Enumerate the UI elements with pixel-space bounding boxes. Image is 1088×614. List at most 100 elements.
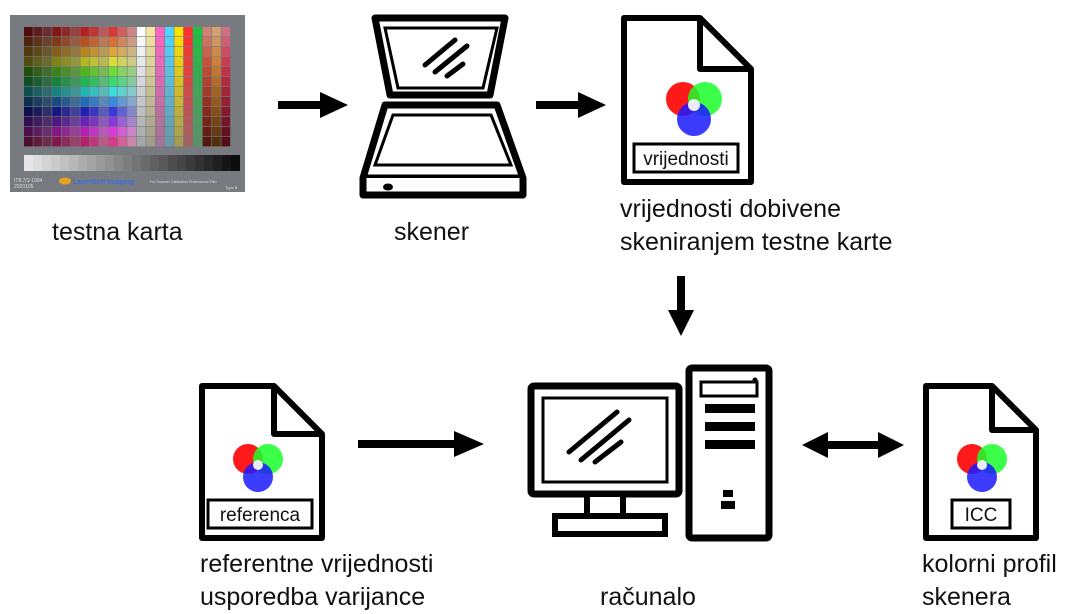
color-patch (42, 77, 52, 87)
color-patch (174, 77, 184, 87)
color-patch (33, 107, 43, 117)
color-patch (221, 127, 231, 137)
color-patch (146, 117, 155, 127)
color-patch (108, 127, 118, 137)
color-patch (174, 137, 184, 147)
color-patch (89, 67, 99, 77)
color-patch (118, 57, 127, 67)
color-patch (136, 127, 146, 137)
color-patch (42, 87, 52, 97)
color-patch (24, 37, 33, 47)
color-patch (42, 137, 52, 147)
color-patch (108, 137, 118, 147)
color-patch (80, 97, 90, 107)
color-patch (202, 107, 212, 117)
color-patch (136, 27, 146, 37)
color-patch (136, 97, 146, 107)
color-patch (221, 47, 231, 57)
color-patch (193, 137, 202, 147)
color-patch (193, 117, 202, 127)
color-patch (155, 87, 165, 97)
color-patch (71, 107, 80, 117)
arrow-values-to-computer (666, 276, 696, 338)
color-patch (127, 47, 137, 57)
chart-brand: LaserSoft Imaging (73, 179, 134, 186)
color-patch (221, 27, 231, 37)
color-patch (127, 87, 137, 97)
color-patch (212, 57, 221, 67)
color-patch (212, 47, 221, 57)
color-patch (24, 137, 33, 147)
color-patch (99, 87, 108, 97)
gray-patch (42, 155, 51, 171)
color-patch (221, 107, 231, 117)
color-patch (127, 27, 137, 37)
gray-patch (51, 155, 60, 171)
color-patch (155, 37, 165, 47)
color-patch (221, 117, 231, 127)
color-patch (99, 47, 108, 57)
color-patch (146, 77, 155, 87)
color-patch (99, 37, 108, 47)
color-patch (221, 87, 231, 97)
color-patch (193, 67, 202, 77)
color-patch (221, 77, 231, 87)
color-patch (52, 67, 61, 77)
gray-patch (24, 155, 33, 171)
document-icon-icc: ICC (922, 382, 1040, 542)
gray-patch (114, 155, 123, 171)
color-patch (108, 117, 118, 127)
values-doc-label: vrijednosti (643, 149, 729, 170)
color-patch (89, 137, 99, 147)
color-patch (118, 47, 127, 57)
test-chart-graphic: IT8.7/1-1994 2020105 LaserSoft Imaging F… (10, 15, 245, 192)
gray-patch (150, 155, 159, 171)
gray-patch (231, 155, 240, 171)
color-patch (193, 87, 202, 97)
color-patch (42, 37, 52, 47)
chart-note: For Scanner Calibration Professional Fil… (150, 180, 217, 184)
color-patch (61, 37, 71, 47)
color-patch (99, 57, 108, 67)
color-patch (136, 57, 146, 67)
color-patch (146, 137, 155, 147)
color-patch (165, 117, 174, 127)
color-patch (89, 127, 99, 137)
color-patch (99, 97, 108, 107)
arrow-computer-icc-bidirectional (800, 430, 906, 460)
color-patch (202, 87, 212, 97)
color-patch (212, 107, 221, 117)
color-patch (33, 47, 43, 57)
color-patch (183, 137, 193, 147)
color-patch (183, 117, 193, 127)
color-patch (212, 127, 221, 137)
color-patch (89, 87, 99, 97)
color-patch (99, 117, 108, 127)
chart-type: Type B (225, 185, 238, 190)
color-patch (52, 87, 61, 97)
gray-patch (204, 155, 213, 171)
color-patch (33, 67, 43, 77)
color-patch (71, 97, 80, 107)
color-patch (52, 97, 61, 107)
color-patch (212, 117, 221, 127)
gray-patch (105, 155, 114, 171)
color-patch (89, 27, 99, 37)
gray-patch (78, 155, 87, 171)
color-patch (155, 57, 165, 67)
color-patch (202, 27, 212, 37)
color-patch (24, 97, 33, 107)
arrow-right-icon (536, 92, 606, 118)
test-chart-image: IT8.7/1-1994 2020105 LaserSoft Imaging F… (10, 15, 245, 192)
color-patch (108, 47, 118, 57)
color-patch (174, 27, 184, 37)
color-patch (52, 37, 61, 47)
color-patch (89, 47, 99, 57)
color-patch (71, 47, 80, 57)
color-patch (80, 77, 90, 87)
color-patch (99, 67, 108, 77)
chart-code-line2: 2020105 (14, 184, 34, 190)
color-patch (42, 57, 52, 67)
color-patch (108, 107, 118, 117)
arrow-scanner-to-values (536, 90, 608, 120)
